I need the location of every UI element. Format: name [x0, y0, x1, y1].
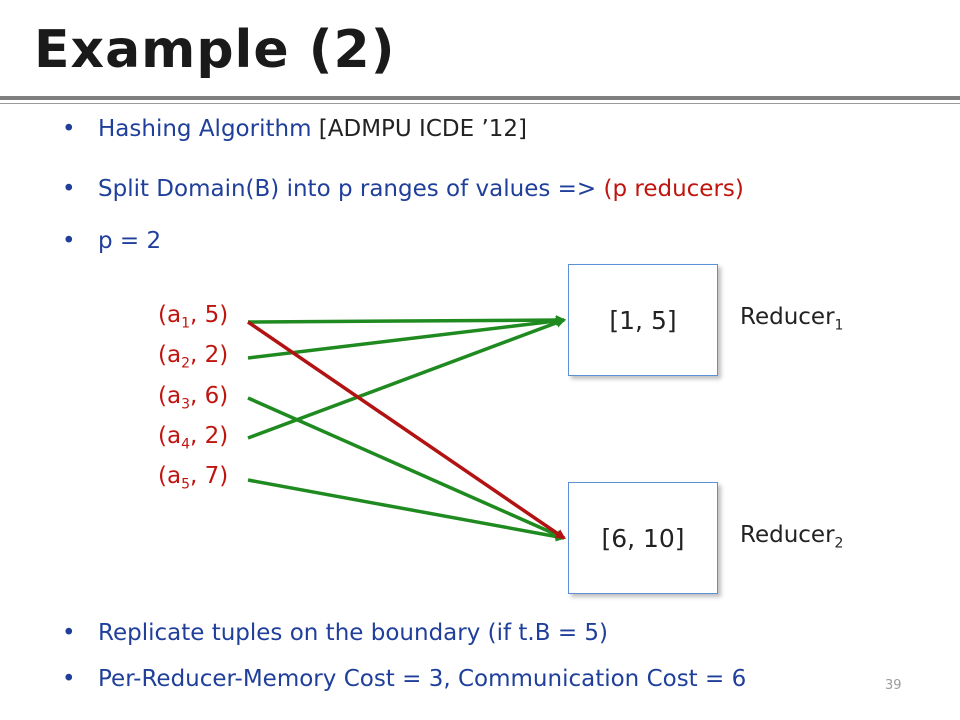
arrow-a2-to-reducer1: [247, 315, 566, 360]
tuple-a1: (a1, 5): [158, 302, 229, 332]
page-number: 39: [885, 678, 902, 693]
bullet-dot: •: [62, 176, 76, 202]
reducer-1-label: Reducer1: [740, 304, 844, 334]
reducer-2-label: Reducer2: [740, 522, 844, 552]
bullet-text: Per-Reducer-Memory Cost = 3, Communicati…: [98, 666, 747, 692]
reducer-1-range-box: [1, 5]: [568, 264, 718, 376]
title-divider-thick: [0, 96, 960, 100]
reducer-1-range: [1, 5]: [609, 305, 677, 335]
slide-title: Example (2): [34, 20, 396, 80]
bullet-dot: •: [62, 116, 76, 142]
tuple-a4: (a4, 2): [158, 423, 229, 453]
arrow-a1-to-reducer2-replicated: [247, 320, 566, 540]
title-divider-thin: [0, 103, 960, 104]
arrow-a3-to-reducer2: [247, 396, 566, 540]
arrow-a5-to-reducer2: [247, 478, 566, 542]
citation-text: [ADMPU ICDE ’12]: [318, 116, 528, 142]
bullet-text: Split Domain(B) into p ranges of values …: [98, 176, 604, 202]
bullet-dot: •: [62, 620, 76, 646]
bullet-dot: •: [62, 228, 76, 254]
reducer-2-range-box: [6, 10]: [568, 482, 718, 594]
arrow-a4-to-reducer1: [247, 318, 566, 440]
bullet-text: Hashing Algorithm: [98, 116, 319, 142]
bullet-text: Replicate tuples on the boundary (if t.B…: [98, 620, 609, 646]
arrow-a1-to-reducer1: [247, 315, 566, 326]
tuple-a2: (a2, 2): [158, 342, 229, 372]
tuple-a3: (a3, 6): [158, 383, 229, 413]
bullet-text: p = 2: [98, 228, 162, 254]
bullet-dot: •: [62, 666, 76, 692]
tuple-a5: (a5, 7): [158, 463, 229, 493]
reducers-note: (p reducers): [603, 176, 744, 202]
reducer-2-range: [6, 10]: [601, 523, 685, 553]
